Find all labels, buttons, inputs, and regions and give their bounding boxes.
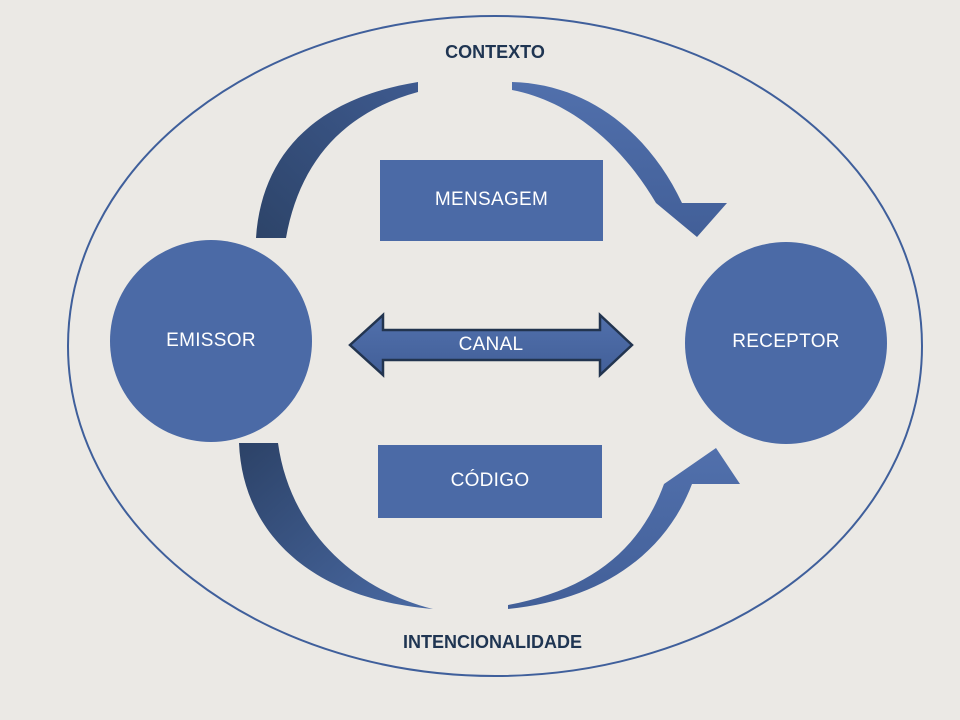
message-label: MENSAGEM: [434, 189, 549, 210]
receiver-label: RECEPTOR: [732, 331, 840, 352]
message-box: [380, 160, 603, 241]
bottom-left-arc: [239, 443, 433, 609]
receiver-circle: [685, 242, 887, 444]
sender-label: EMISSOR: [166, 330, 256, 351]
top-right-arrow: [512, 82, 727, 237]
context-ellipse: [67, 15, 923, 677]
bottom-right-arrow: [508, 448, 740, 609]
intention-title: INTENCIONALIDADE: [403, 632, 582, 652]
channel-double-arrow: [348, 312, 634, 378]
code-box: [378, 445, 602, 518]
context-title: CONTEXTO: [445, 42, 545, 62]
sender-circle: [110, 240, 312, 442]
code-label: CÓDIGO: [450, 470, 530, 491]
channel-label: CANAL: [458, 334, 524, 355]
top-left-arc: [256, 82, 418, 238]
